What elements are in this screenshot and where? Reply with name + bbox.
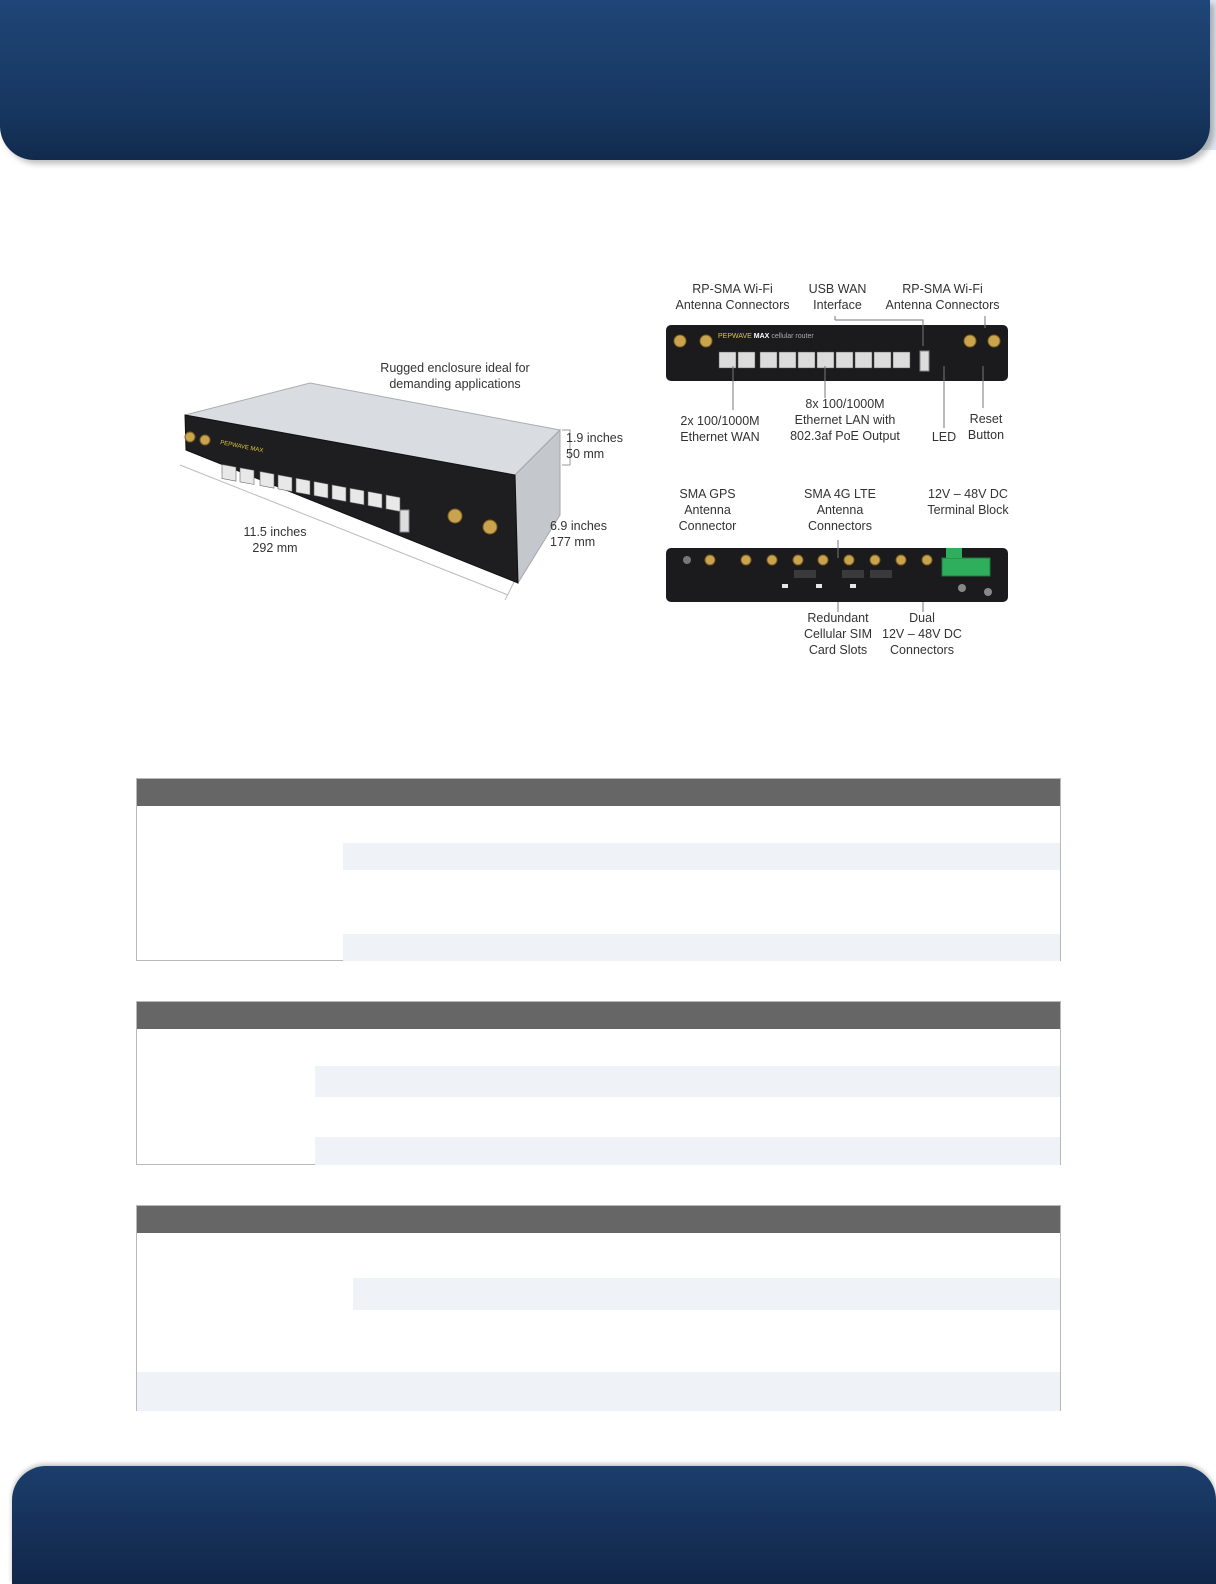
spec-table-1-header [137,779,1060,806]
label-reset: Reset Button [967,412,1005,442]
label-led: LED [931,430,957,444]
front-brand-logo: PEPWAVE MAX cellular router [718,333,814,340]
depth-dimension-label: 6.9 inches 177 mm [550,519,607,549]
table-row [343,843,1060,870]
device-caption: Rugged enclosure ideal for demanding app… [380,361,530,391]
footer-band [12,1466,1216,1584]
label-dc: Dual 12V – 48V DC Connectors [882,611,962,657]
label-gps: SMA GPS Antenna Connector [678,487,737,533]
front-leader-lines [732,316,986,428]
device-illustration: PEPWAVE MAX [179,382,571,601]
label-lan-ports: 8x 100/1000M Ethernet LAN with 802.3af P… [790,397,900,443]
rear-panel [666,548,1010,604]
table-row [315,1137,1060,1165]
header-band [0,0,1210,160]
table-row [353,1278,1060,1310]
label-usb-wan: USB WAN Interface [808,282,867,312]
spec-table-2-header [137,1002,1060,1029]
spec-table-2 [136,1001,1061,1165]
label-terminal: 12V – 48V DC Terminal Block [927,487,1009,517]
height-dimension-label: 1.9 inches 50 mm [566,431,623,461]
label-wan-ports: 2x 100/1000M Ethernet WAN [680,414,760,444]
label-lte: SMA 4G LTE Antenna Connectors [803,487,876,533]
rear-panel-illustration [666,548,1008,602]
label-wifi-right: RP-SMA Wi-Fi Antenna Connectors [885,282,1000,312]
spec-table-3-header [137,1206,1060,1233]
device-photo: PEPWAVE MAX [160,355,630,620]
table-row [343,934,1060,961]
spec-table-1 [136,778,1061,961]
rear-leader-lines [837,540,924,612]
spec-table-3 [136,1205,1061,1411]
label-wifi-left: RP-SMA Wi-Fi Antenna Connectors [675,282,790,312]
table-row [315,1066,1060,1097]
table-row [137,1372,1060,1411]
width-dimension-label: 11.5 inches 292 mm [243,525,307,555]
label-sim: Redundant Cellular SIM Card Slots [803,611,873,657]
